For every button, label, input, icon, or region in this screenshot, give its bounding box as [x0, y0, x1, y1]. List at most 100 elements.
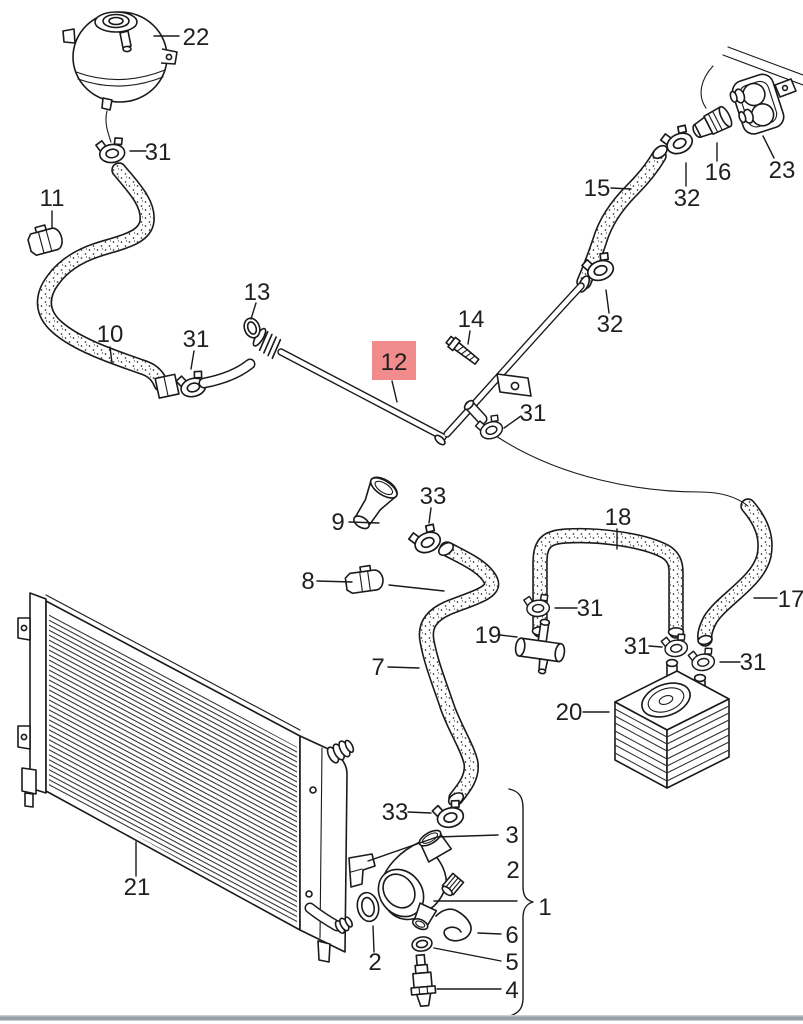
label-31-hose18-right[interactable]: 31: [624, 633, 663, 660]
label-1[interactable]: 1: [433, 788, 552, 1017]
label-32-mid[interactable]: 32: [597, 289, 624, 338]
hose-7: [418, 541, 500, 806]
label-22[interactable]: 22: [153, 24, 210, 51]
radiator-21: [17, 592, 355, 963]
clamp-33-top: [405, 521, 445, 559]
label-7[interactable]: 7: [371, 654, 420, 681]
fitting-16: [692, 105, 733, 139]
label-8[interactable]: 8: [301, 568, 445, 595]
hose-10: [36, 162, 180, 399]
svg-text:4: 4: [505, 977, 518, 1004]
expansion-tank: [62, 11, 178, 143]
svg-text:17: 17: [778, 586, 803, 613]
label-3[interactable]: 3: [367, 822, 519, 862]
label-13[interactable]: 13: [244, 279, 271, 320]
label-10[interactable]: 10: [97, 321, 124, 364]
svg-text:18: 18: [605, 504, 632, 531]
label-31-pipe[interactable]: 31: [503, 400, 547, 429]
svg-text:11: 11: [40, 185, 65, 212]
svg-text:16: 16: [705, 159, 732, 186]
coolant-flange-housing: [377, 829, 465, 931]
connecting-pipe-9: [353, 476, 398, 530]
label-5[interactable]: 5: [433, 947, 519, 976]
label-19[interactable]: 19: [475, 622, 518, 649]
svg-text:6: 6: [505, 922, 518, 949]
label-18[interactable]: 18: [605, 504, 632, 550]
svg-text:31: 31: [183, 326, 210, 353]
tank-sensor-tab: [62, 28, 76, 44]
heater-core-pipes-23: [729, 73, 785, 135]
svg-text:19: 19: [475, 622, 502, 649]
footer-divider-light: [0, 1015, 803, 1017]
svg-text:13: 13: [244, 279, 271, 306]
label-23[interactable]: 23: [762, 135, 796, 184]
label-11[interactable]: 11: [40, 185, 65, 229]
svg-text:33: 33: [420, 483, 447, 510]
label-14[interactable]: 14: [458, 306, 485, 345]
label-33-top[interactable]: 33: [420, 483, 447, 524]
bracket-3: [348, 853, 376, 888]
svg-text:31: 31: [740, 649, 767, 676]
hose-15: [576, 144, 668, 293]
label-17[interactable]: 17: [753, 586, 803, 613]
hose-17: [697, 498, 773, 647]
label-20[interactable]: 20: [556, 699, 610, 726]
clamp-31-oilcooler: [686, 646, 717, 674]
svg-text:5: 5: [505, 949, 518, 976]
svg-text:23: 23: [769, 157, 796, 184]
flange-knob: [441, 872, 465, 897]
highlight-box: [372, 341, 416, 380]
radiator-bottom-outlet: [334, 916, 353, 934]
radiator-top-outlet: [326, 739, 355, 764]
svg-text:21: 21: [124, 874, 151, 901]
radiator-core-fins: [49, 613, 297, 925]
svg-text:14: 14: [458, 306, 485, 333]
tank-nipple: [119, 30, 132, 49]
flange-bottom-outlet: [411, 902, 438, 931]
svg-text:1: 1: [538, 894, 551, 921]
footer-divider: [0, 1016, 803, 1021]
svg-text:8: 8: [301, 568, 314, 595]
sensor-8: [344, 564, 384, 595]
label-31-left[interactable]: 31: [183, 326, 210, 370]
label-9[interactable]: 9: [331, 509, 380, 536]
svg-text:12: 12: [381, 349, 408, 376]
t-piece-19: [514, 618, 566, 675]
svg-text:3: 3: [505, 822, 518, 849]
svg-text:33: 33: [382, 799, 409, 826]
label-31-oilcooler[interactable]: 31: [719, 649, 767, 676]
label-33-bottom[interactable]: 33: [382, 799, 432, 826]
label-21[interactable]: 21: [124, 841, 151, 901]
label-32-top[interactable]: 32: [674, 162, 701, 212]
hose-18: [531, 527, 685, 639]
heater-panel: [700, 46, 803, 109]
svg-text:32: 32: [674, 185, 701, 212]
svg-text:22: 22: [183, 24, 210, 51]
svg-text:9: 9: [331, 509, 344, 536]
svg-text:20: 20: [556, 699, 583, 726]
label-12-highlighted[interactable]: 12: [372, 341, 416, 403]
retaining-clip-6: [435, 908, 472, 942]
hose-10-coupler: [154, 373, 180, 399]
svg-text:31: 31: [145, 139, 172, 166]
label-31-hose18-left[interactable]: 31: [554, 595, 603, 622]
label-31-tank[interactable]: 31: [129, 139, 172, 166]
svg-text:7: 7: [371, 654, 384, 681]
label-2-bottom[interactable]: 2: [368, 925, 382, 976]
label-6[interactable]: 6: [477, 922, 519, 949]
svg-text:31: 31: [624, 633, 651, 660]
connector-11: [27, 224, 63, 257]
svg-text:31: 31: [520, 400, 547, 427]
label-2-stack[interactable]: 2: [506, 857, 519, 884]
temperature-sensor-4: [410, 953, 437, 1008]
tank-outlet: [101, 97, 113, 111]
label-16[interactable]: 16: [705, 142, 732, 186]
label-15[interactable]: 15: [584, 175, 632, 202]
svg-text:32: 32: [597, 311, 624, 338]
seal-5: [411, 936, 433, 952]
o-ring-13: [243, 317, 261, 339]
connecting-line: [495, 435, 749, 507]
label-4[interactable]: 4: [436, 977, 519, 1004]
